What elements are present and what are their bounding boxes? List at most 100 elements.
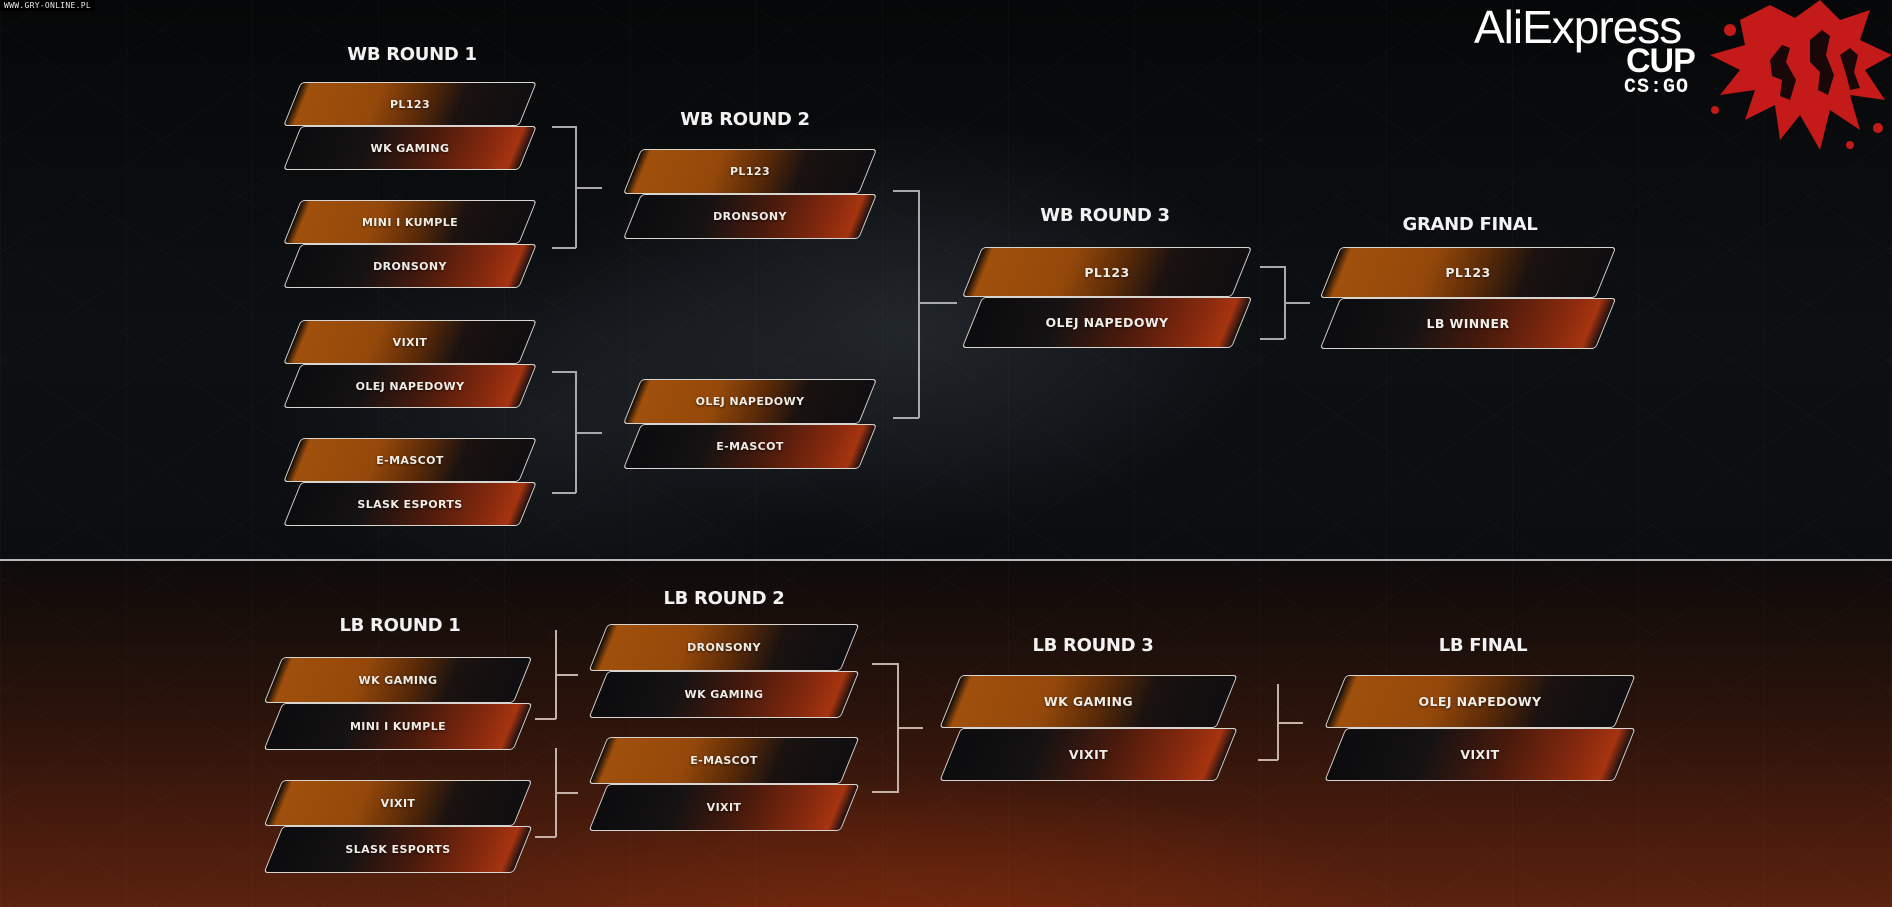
watermark: WWW.GRY-ONLINE.PL (0, 0, 95, 11)
connector-line (1278, 722, 1303, 724)
connector-line (898, 727, 923, 729)
connector-line (555, 630, 557, 719)
lb-r1-m1-team-bottom[interactable]: MINI I KUMPLE (263, 703, 533, 750)
team-name: E-MASCOT (716, 440, 784, 453)
connector-line (535, 718, 556, 720)
team-name: E-MASCOT (376, 453, 444, 467)
team-name: WK GAMING (684, 688, 764, 701)
connector-line (1258, 759, 1278, 761)
connector-line (919, 302, 957, 304)
lb-r2-m1-team-top[interactable]: DRONSONY (588, 624, 860, 671)
team-name: OLEJ NAPEDOWY (355, 379, 465, 393)
lb-r2-m1-team-bottom[interactable]: WK GAMING (588, 671, 860, 718)
connector-line (918, 190, 920, 418)
team-name: WK GAMING (358, 673, 438, 687)
team-name: PL123 (389, 97, 431, 111)
team-name: VIXIT (1068, 747, 1109, 762)
lb-r1-m2-team-bottom[interactable]: SLASK ESPORTS (263, 826, 533, 873)
team-name: DRONSONY (373, 259, 447, 273)
lb-final-team-bottom[interactable]: VIXIT (1324, 728, 1636, 781)
team-name: WK GAMING (1043, 694, 1134, 709)
wb-r1-m1-team-bottom[interactable]: WK GAMING (283, 126, 537, 170)
grand-final-team-bottom[interactable]: LB WINNER (1319, 298, 1617, 349)
wb-round2-title: WB ROUND 2 (680, 109, 810, 130)
lb-final-team-top[interactable]: OLEJ NAPEDOWY (1324, 675, 1636, 728)
wb-r1-m1-team-top[interactable]: PL123 (283, 82, 537, 126)
wb-r1-m2-team-top[interactable]: MINI I KUMPLE (283, 200, 537, 244)
connector-line (556, 674, 578, 676)
connector-line (535, 836, 556, 838)
wb-r2-m2-team-top[interactable]: OLEJ NAPEDOWY (622, 379, 878, 424)
wb-round1-title: WB ROUND 1 (347, 44, 477, 65)
aliexpress-cup-logo: AliExpress CUP CS:GO (1460, 0, 1892, 160)
team-name: OLEJ NAPEDOWY (1045, 315, 1169, 330)
team-name: SLASK ESPORTS (345, 843, 451, 856)
team-name: SLASK ESPORTS (357, 497, 463, 511)
connector-line (872, 663, 898, 665)
lb-r1-m2-team-top[interactable]: VIXIT (263, 780, 533, 826)
wb-r2-m1-team-top[interactable]: PL123 (622, 149, 878, 194)
grand-final-team-top[interactable]: PL123 (1319, 247, 1617, 298)
connector-line (555, 748, 557, 837)
connector-line (1284, 266, 1286, 339)
wb-round3-title: WB ROUND 3 (1040, 205, 1170, 226)
team-name: VIXIT (706, 801, 742, 814)
lb-round1-title: LB ROUND 1 (339, 615, 461, 636)
lb-final-title: LB FINAL (1438, 635, 1528, 656)
team-name: OLEJ NAPEDOWY (1418, 694, 1542, 709)
wb-r1-m3-team-bottom[interactable]: OLEJ NAPEDOWY (283, 364, 537, 408)
wb-r1-m2-team-bottom[interactable]: DRONSONY (283, 244, 537, 288)
wb-r2-m1-team-bottom[interactable]: DRONSONY (622, 194, 878, 239)
connector-line (893, 417, 919, 419)
team-name: WK GAMING (370, 141, 450, 155)
connector-line (1277, 684, 1279, 760)
wb-r1-m4-team-top[interactable]: E-MASCOT (283, 438, 537, 482)
connector-line (552, 371, 576, 373)
connector-line (1285, 302, 1310, 304)
logo-brand-text: AliExpress (1474, 1, 1682, 53)
connector-line (872, 791, 898, 793)
lb-r2-m2-team-bottom[interactable]: VIXIT (588, 784, 860, 831)
lb-r1-m1-team-top[interactable]: WK GAMING (263, 657, 533, 703)
team-name: PL123 (729, 165, 771, 178)
connector-line (552, 492, 576, 494)
team-name: MINI I KUMPLE (349, 720, 447, 733)
team-name: PL123 (1084, 264, 1130, 280)
lb-r3-m1-team-top[interactable]: WK GAMING (939, 675, 1238, 728)
connector-line (575, 126, 577, 248)
connector-line (576, 187, 602, 189)
grand-final-title: GRAND FINAL (1402, 214, 1538, 235)
wb-r3-m1-team-bottom[interactable]: OLEJ NAPEDOWY (961, 297, 1253, 348)
connector-line (552, 126, 576, 128)
team-name: E-MASCOT (690, 754, 758, 767)
connector-line (552, 247, 576, 249)
lb-round2-title: LB ROUND 2 (663, 588, 785, 609)
connector-line (1260, 266, 1284, 268)
lb-r3-m1-team-bottom[interactable]: VIXIT (939, 728, 1238, 781)
connector-line (576, 432, 602, 434)
team-name: VIXIT (1460, 747, 1500, 762)
lb-r2-m2-team-top[interactable]: E-MASCOT (588, 737, 860, 784)
connector-line (556, 792, 578, 794)
logo-game-text: CS:GO (1624, 76, 1690, 99)
wb-r1-m3-team-top[interactable]: VIXIT (283, 320, 537, 364)
connector-line (575, 371, 577, 493)
bracket-divider (0, 559, 1892, 561)
wb-r1-m4-team-bottom[interactable]: SLASK ESPORTS (283, 482, 537, 526)
team-name: OLEJ NAPEDOWY (695, 395, 805, 408)
blood-splash-icon (1710, 0, 1892, 150)
lb-round3-title: LB ROUND 3 (1032, 635, 1154, 656)
team-name: LB WINNER (1426, 316, 1510, 331)
team-name: VIXIT (380, 796, 416, 810)
wb-r2-m2-team-bottom[interactable]: E-MASCOT (622, 424, 878, 469)
team-name: VIXIT (392, 335, 428, 349)
team-name: DRONSONY (713, 210, 787, 223)
logo-cup-text: CUP (1626, 42, 1696, 80)
team-name: MINI I KUMPLE (361, 215, 459, 229)
connector-line (897, 663, 899, 793)
team-name: DRONSONY (687, 641, 761, 654)
connector-line (1260, 338, 1284, 340)
wb-r3-m1-team-top[interactable]: PL123 (961, 247, 1253, 297)
team-name: PL123 (1445, 265, 1491, 280)
connector-line (893, 190, 919, 192)
